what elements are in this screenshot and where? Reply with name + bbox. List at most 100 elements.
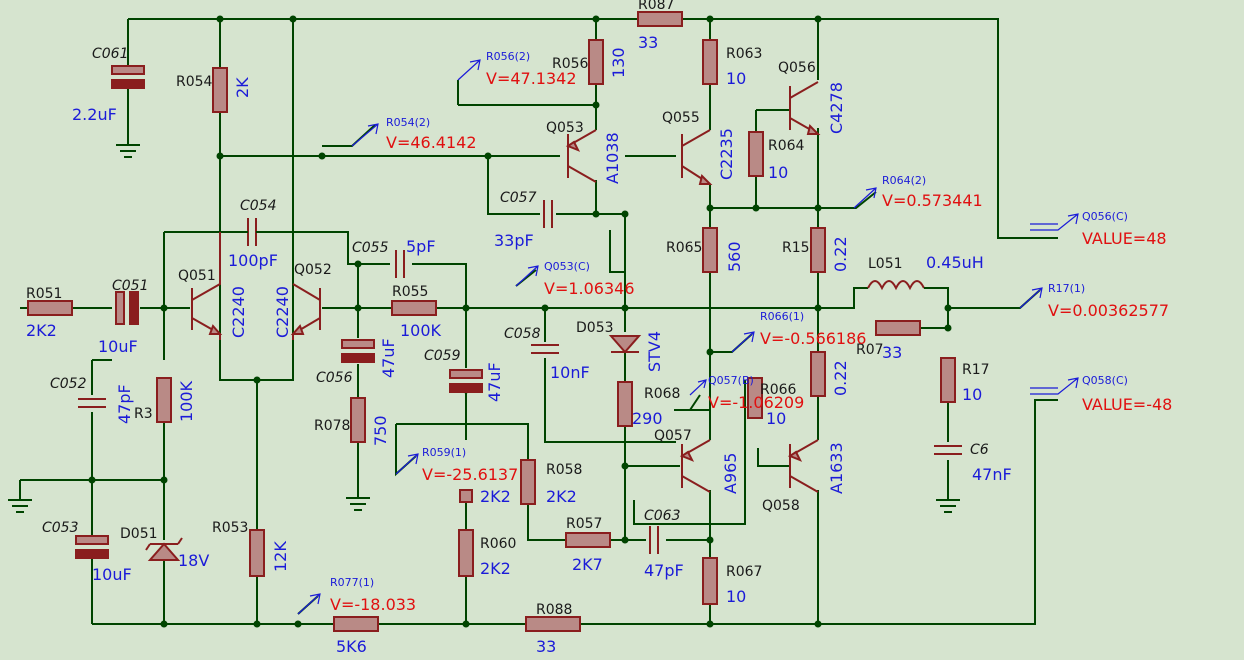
label-q057: Q057 — [654, 428, 692, 444]
label-r067: R067 — [726, 564, 762, 580]
probe-reading-q057: V=-1.06209 — [708, 393, 804, 412]
component-labels: C061 2.2uF R054 2K R056 130 R087 33 R063… — [26, 0, 1012, 656]
capacitor-c057 — [543, 200, 553, 228]
resistor-r3 — [156, 377, 172, 423]
value-r078: 750 — [371, 415, 390, 446]
zener-d051 — [147, 542, 181, 561]
probe-name-r077: R077(1) — [330, 576, 374, 589]
resistor-r067 — [702, 557, 718, 605]
probe-name-q053: Q053(C) — [544, 260, 590, 273]
label-r07: R07 — [856, 342, 884, 358]
probe-reading-q053: V=1.06346 — [544, 279, 635, 298]
resistor-r066-overlap — [747, 377, 763, 419]
probe-name-q056: Q056(C) — [1082, 210, 1128, 223]
ground-symbols — [8, 144, 960, 513]
value-q057: A965 — [721, 453, 740, 494]
capacitor-c053 — [75, 535, 109, 545]
transistor-q051 — [191, 232, 223, 340]
label-r066-fragment: R066 — [760, 382, 797, 398]
value-r057: 2K7 — [572, 555, 603, 574]
value-q053: A1038 — [603, 132, 622, 184]
transistor-q052 — [290, 283, 321, 340]
value-c057: 33pF — [494, 231, 534, 250]
value-c058: 10nF — [550, 363, 590, 382]
label-c6: C6 — [970, 442, 989, 458]
label-r054: R054 — [176, 74, 213, 90]
value-r051: 2K2 — [26, 321, 57, 340]
label-r051: R051 — [26, 286, 62, 302]
label-d053: D053 — [576, 320, 614, 336]
resistor-r065 — [702, 227, 718, 273]
resistor-r059 — [459, 489, 473, 503]
label-r057: R057 — [566, 516, 602, 532]
probe-reading-r056: V=47.1342 — [486, 69, 577, 88]
capacitor-c058 — [531, 344, 559, 354]
label-c061: C061 — [92, 46, 129, 62]
resistor-r07 — [875, 320, 921, 336]
resistor-r088 — [525, 616, 581, 632]
value-c054: 100pF — [228, 251, 278, 270]
value-r3: 100K — [177, 380, 196, 422]
value-c6: 47nF — [972, 465, 1012, 484]
value-c061: 2.2uF — [72, 105, 117, 124]
transistor-q056 — [789, 81, 821, 135]
transistor-q055 — [681, 129, 713, 185]
label-q053: Q053 — [546, 120, 584, 136]
value-c059: 47uF — [485, 362, 504, 402]
diode-d053 — [608, 335, 642, 354]
value-r15: 0.22 — [831, 236, 850, 272]
resistor-r068 — [617, 381, 633, 427]
value-c051: 10uF — [98, 337, 138, 356]
value-r053: 12K — [271, 541, 290, 572]
label-r087: R087 — [638, 0, 674, 13]
label-c056: C056 — [316, 370, 353, 386]
transistor-q058 — [787, 439, 819, 493]
probe-r17-icon — [1019, 287, 1043, 309]
probe-q058-icon — [1030, 377, 1079, 395]
label-r15: R15 — [782, 240, 810, 256]
label-r055: R055 — [392, 284, 428, 300]
label-r058: R058 — [546, 462, 582, 478]
value-r054: 2K — [233, 77, 252, 98]
probe-name-r059: R059(1) — [422, 446, 466, 459]
value-d053: STV4 — [645, 331, 664, 372]
probe-r064-icon — [853, 187, 877, 209]
label-r065: R065 — [666, 240, 702, 256]
label-d051: D051 — [120, 526, 158, 542]
value-r17: 10 — [962, 385, 982, 404]
value-r064: 10 — [768, 163, 788, 182]
label-q058: Q058 — [762, 498, 800, 514]
probe-r077-icon — [297, 593, 321, 615]
label-c058: C058 — [504, 326, 541, 342]
resistor-r066 — [810, 351, 826, 397]
resistor-r058 — [520, 459, 536, 505]
value-c052: 47pF — [115, 384, 134, 424]
value-r07: 33 — [882, 343, 902, 362]
label-c059: C059 — [424, 348, 461, 364]
capacitor-c052 — [78, 398, 106, 408]
label-c051: C051 — [112, 278, 149, 294]
label-r088: R088 — [536, 602, 572, 618]
resistor-r060 — [458, 529, 474, 577]
label-l051: L051 — [868, 256, 903, 272]
capacitor-c063 — [649, 526, 659, 554]
value-r065: 560 — [725, 241, 744, 272]
label-q055: Q055 — [662, 110, 700, 126]
label-r068: R068 — [644, 386, 680, 402]
label-q051: Q051 — [178, 268, 216, 284]
probe-r059-icon — [395, 453, 419, 475]
value-r060: 2K2 — [480, 559, 511, 578]
inductor-l051 — [867, 280, 925, 291]
resistor-r064 — [748, 131, 764, 177]
value-q056: C4278 — [827, 82, 846, 134]
label-c057: C057 — [500, 190, 537, 206]
probe-r056-icon — [457, 59, 481, 81]
resistor-r078 — [350, 397, 366, 443]
label-c055: C055 — [352, 240, 389, 256]
probe-reading-q056: VALUE=48 — [1082, 229, 1167, 248]
probe-name-q057: Q057(B) — [708, 374, 754, 387]
probe-labels: R056(2) V=47.1342 R054(2) V=46.4142 R064… — [330, 50, 1172, 614]
probe-q053-icon — [515, 265, 539, 287]
capacitor-c061 — [111, 65, 145, 75]
probe-reading-r066: V=-0.566186 — [760, 329, 866, 348]
